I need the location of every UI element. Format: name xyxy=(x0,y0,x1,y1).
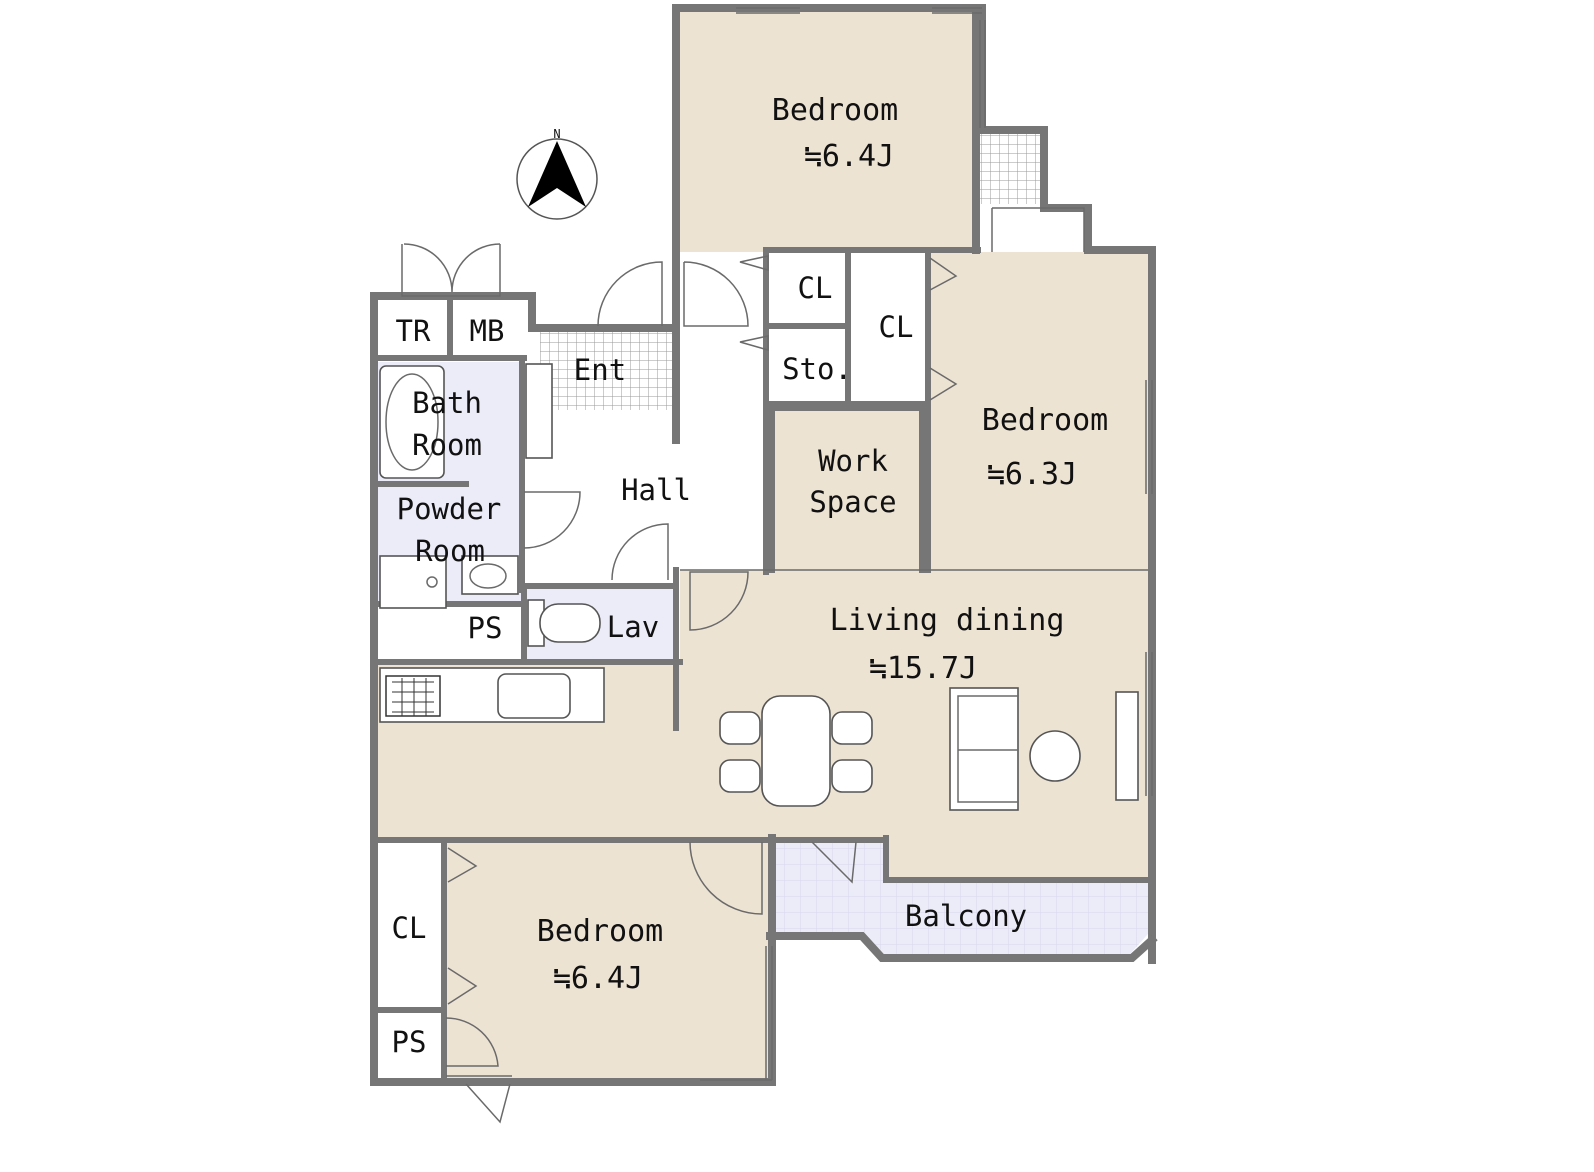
windows xyxy=(401,7,1153,1081)
hall-label: Hall xyxy=(621,473,691,507)
balcony-label: Balcony xyxy=(905,899,1027,933)
work-space-label-line1: Work xyxy=(818,444,888,478)
room-labels: Bedroom ≒6.4J Bedroom ≒6.3J Living dinin… xyxy=(392,93,1109,1059)
bedroom-north-floor xyxy=(680,12,980,252)
tv-board xyxy=(1115,691,1139,801)
lavatory-label: Lav xyxy=(607,610,659,644)
bedroom-south-floor xyxy=(446,842,772,1080)
storage-label: Sto. xyxy=(782,352,852,386)
compass-north-label: N xyxy=(553,127,560,141)
bedroom-south-size: ≒6.4J xyxy=(553,961,643,996)
entrance-floor xyxy=(540,330,676,410)
living-dining-name: Living dining xyxy=(830,603,1065,638)
sofa xyxy=(949,687,1019,811)
work-space-label-line2: Space xyxy=(809,485,896,519)
walls xyxy=(370,4,1158,1086)
toilet xyxy=(539,603,601,643)
fixtures xyxy=(379,363,1139,811)
meter-box-label: MB xyxy=(470,314,505,348)
bedroom-north-name: Bedroom xyxy=(772,93,898,128)
entrance-label: Ent xyxy=(574,353,626,387)
bedroom-east-floor xyxy=(930,252,1148,570)
floor-fills xyxy=(376,12,1148,1080)
bedroom-north-size: ≒6.4J xyxy=(804,139,894,174)
bedroom-east-name: Bedroom xyxy=(982,403,1108,438)
bedroom-south-name: Bedroom xyxy=(537,914,663,949)
trunk-room-label: TR xyxy=(396,314,431,348)
bath-label-line1: Bath xyxy=(412,386,482,420)
living-dining-size: ≒15.7J xyxy=(869,651,977,686)
closet-small-label: CL xyxy=(798,271,833,305)
closet-south-label: CL xyxy=(392,911,427,945)
closet-tall-label: CL xyxy=(879,310,914,344)
washing-machine xyxy=(379,555,447,609)
bathtub xyxy=(379,365,445,479)
north-balcony-tile xyxy=(980,132,1044,204)
stove xyxy=(385,675,441,717)
north-arrow-icon xyxy=(528,141,586,207)
bath-label-line2: Room xyxy=(412,428,482,462)
doors xyxy=(403,243,958,1124)
powder-label-line1: Powder xyxy=(397,492,502,526)
pipe-space-2-label: PS xyxy=(392,1025,427,1059)
coffee-table xyxy=(1029,730,1081,782)
kitchen-sink xyxy=(497,673,571,719)
powder-label-line2: Room xyxy=(415,534,485,568)
compass: N xyxy=(516,127,598,220)
dining-table xyxy=(761,695,831,807)
bedroom-east-size: ≒6.3J xyxy=(987,457,1077,492)
work-space-floor xyxy=(772,410,922,570)
balcony-floor xyxy=(772,842,1148,954)
pipe-space-1-label: PS xyxy=(468,611,503,645)
